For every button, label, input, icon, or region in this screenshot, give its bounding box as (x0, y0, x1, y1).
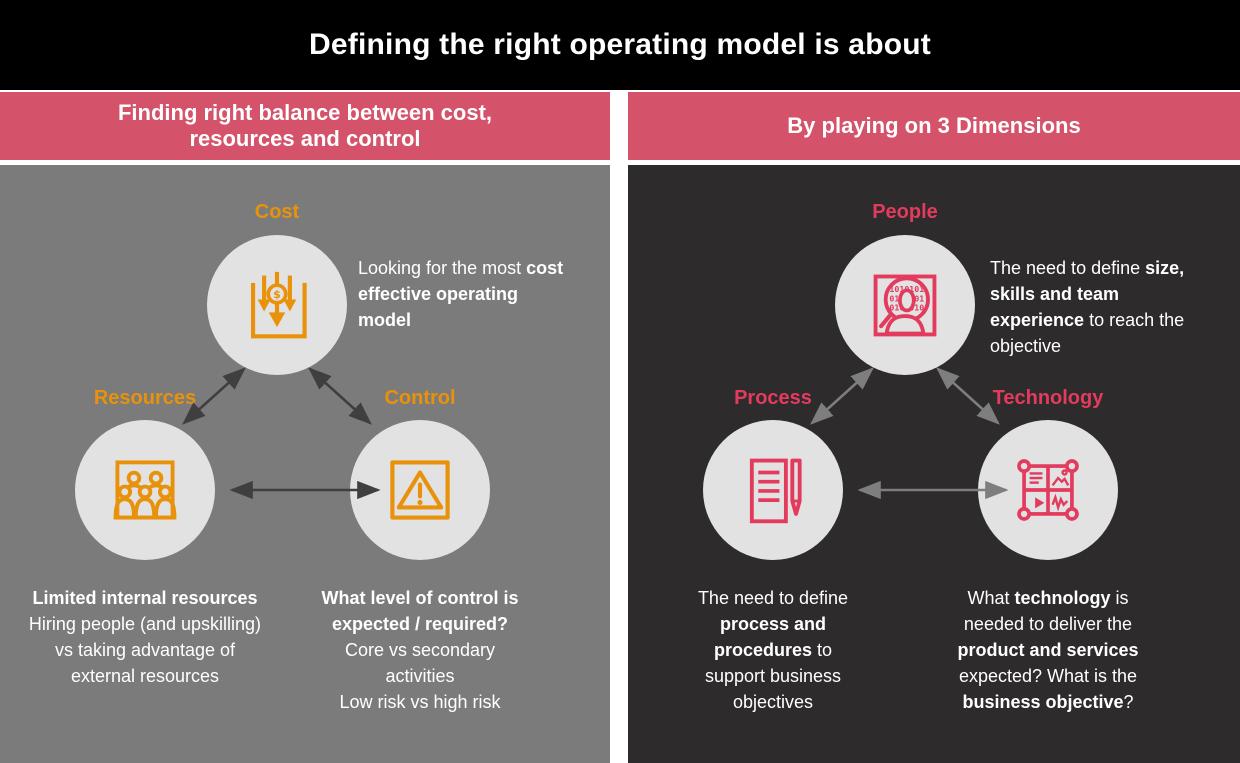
cost-resources-arrow (182, 367, 246, 425)
people-desc-bold: size, skills and team experience (990, 258, 1185, 330)
right-panel-header-text: By playing on 3 Dimensions (787, 112, 1081, 138)
cost-control-arrow (308, 367, 372, 425)
tech-desc-b3: business objective (962, 692, 1124, 712)
process-desc-bold: process and procedures (713, 614, 827, 660)
resources-node-label: Resources (93, 387, 197, 409)
left-panel-header: Finding right balance between cost, reso… (0, 92, 610, 160)
resources-node-circle (75, 420, 215, 560)
people-data-magnifier-icon: 1010101 0101001 0101010 (873, 274, 937, 337)
tech-desc-r3: expected? What is the (958, 666, 1138, 686)
control-desc-line3: Low risk vs high risk (339, 692, 501, 712)
left-panel: Finding right balance between cost, reso… (0, 92, 610, 763)
process-desc-regular2: to support business objectives (704, 640, 842, 712)
left-panel-body: Cost $ Looking for the mo (0, 165, 610, 763)
control-desc-line2: Core vs secondary activities (344, 640, 496, 686)
cost-description: Looking for the most cost effective oper… (358, 255, 576, 333)
resources-control-arrow (229, 480, 381, 500)
control-node-label: Control (384, 387, 456, 409)
tech-desc-b2: product and services (957, 640, 1139, 660)
people-desc-regular2: to reach the objective (990, 310, 1185, 356)
two-panel-layout: Finding right balance between cost, reso… (0, 92, 1240, 763)
resources-desc-bold: Limited internal resources (32, 588, 258, 608)
media-grid-icon (1017, 459, 1079, 521)
people-node-circle: 1010101 0101001 0101010 (835, 235, 975, 375)
title-banner: Defining the right operating model is ab… (0, 0, 1240, 90)
cost-desc-bold: cost effective operating model (358, 258, 564, 330)
cost-desc-regular: Looking for the most (358, 258, 527, 278)
process-description: The need to define process and procedure… (690, 585, 856, 715)
tech-desc-r2: is needed to deliver the (963, 588, 1133, 634)
people-desc-regular1: The need to define (990, 258, 1146, 278)
process-node-label: Process (734, 387, 812, 409)
tech-desc-r1: What (967, 588, 1015, 608)
right-panel-header: By playing on 3 Dimensions (628, 92, 1240, 160)
resources-desc-regular: Hiring people (and upskilling) vs taking… (28, 614, 262, 686)
right-panel: By playing on 3 Dimensions People 101010… (628, 92, 1240, 763)
people-description: The need to define size, skills and team… (990, 255, 1188, 359)
document-pen-icon (749, 458, 802, 524)
control-description: What level of control is expected / requ… (312, 585, 528, 715)
control-desc-bold: What level of control is expected / requ… (321, 588, 519, 634)
left-panel-header-text: Finding right balance between cost, reso… (117, 99, 493, 151)
technology-description: What technology is needed to deliver the… (938, 585, 1158, 715)
page-title: Defining the right operating model is ab… (309, 28, 931, 61)
people-technology-arrow (936, 367, 1000, 425)
tech-desc-r4: ? (1123, 692, 1134, 712)
technology-node-label: Technology (992, 387, 1104, 409)
process-node-circle (703, 420, 843, 560)
right-panel-body: People 1010101 0101001 0101010 The need (628, 165, 1240, 763)
process-technology-arrow (857, 480, 1009, 500)
cost-node-circle: $ (207, 235, 347, 375)
resources-description: Limited internal resources Hiring people… (27, 585, 263, 689)
people-node-label: People (872, 201, 938, 223)
cost-arrows-dollar-icon: $ (251, 271, 307, 339)
tech-desc-b1: technology (1014, 588, 1111, 608)
people-process-arrow (810, 367, 874, 425)
svg-text:$: $ (273, 288, 281, 301)
people-group-icon (113, 460, 177, 520)
warning-triangle-icon (390, 460, 450, 520)
cost-node-label: Cost (254, 201, 300, 223)
process-desc-regular1: The need to define (697, 588, 849, 608)
